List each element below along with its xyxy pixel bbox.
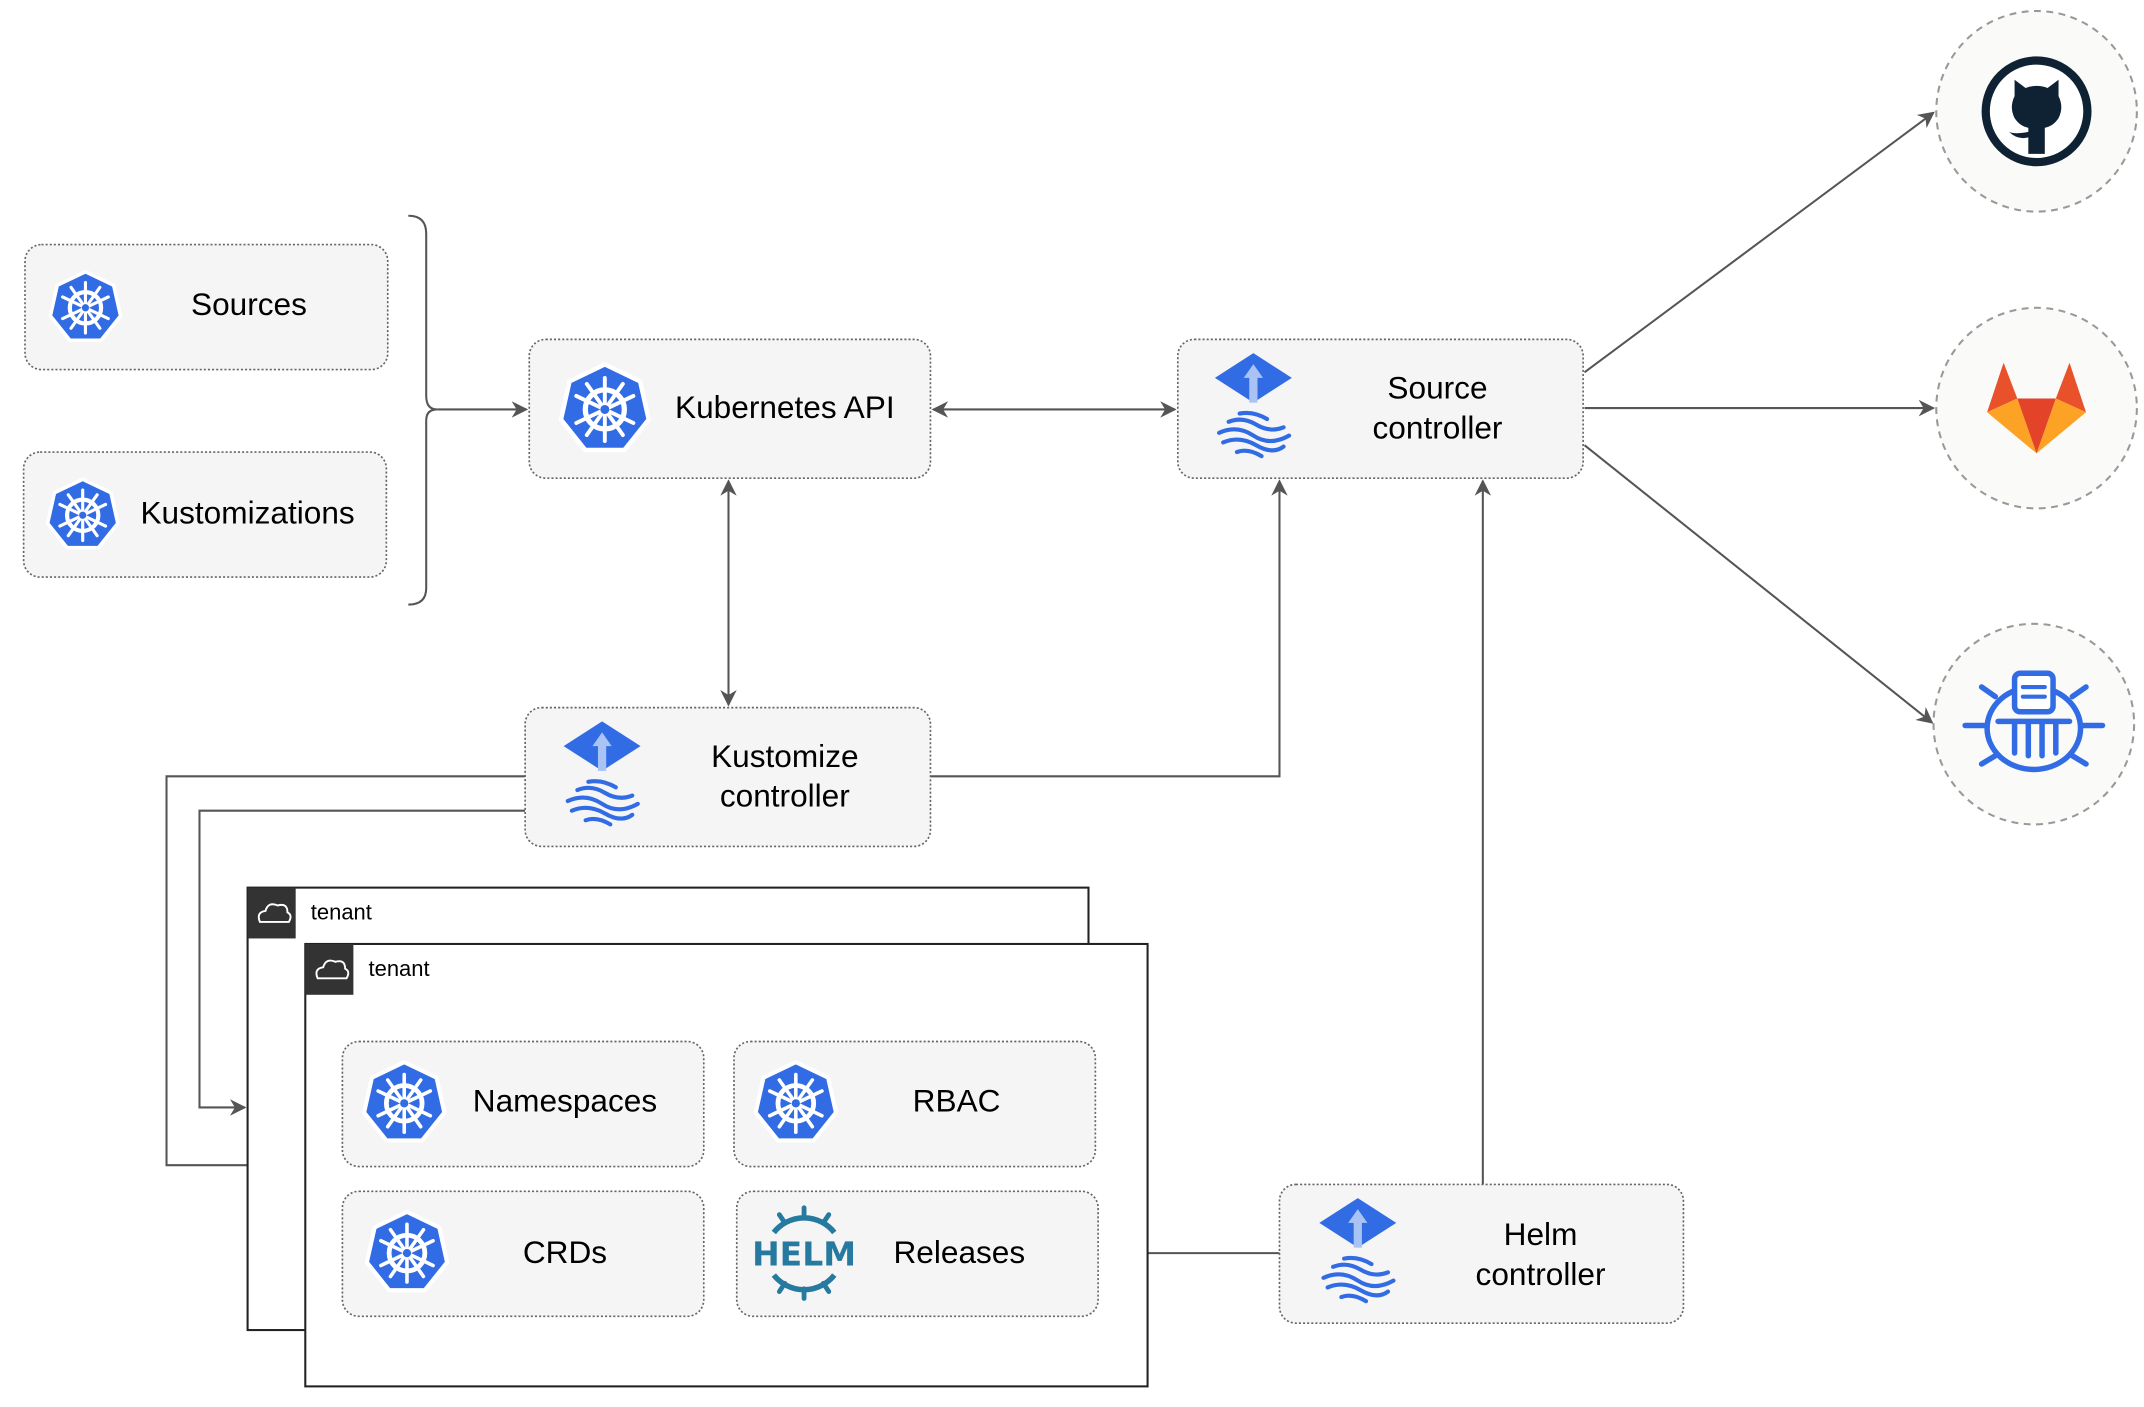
node-namespaces[interactable]: Namespaces bbox=[341, 1040, 705, 1168]
edge-source-to-github bbox=[1583, 111, 1935, 374]
kubernetes-icon bbox=[364, 1062, 444, 1140]
tenant-label: tenant bbox=[369, 956, 430, 981]
source-controller-label-line2: controller bbox=[1373, 409, 1503, 445]
source-controller-label-line1: Source bbox=[1387, 370, 1487, 406]
kubernetes-icon bbox=[561, 364, 649, 450]
node-source-controller[interactable]: Source controller bbox=[1176, 338, 1584, 479]
edge-kustomize-to-source bbox=[930, 479, 1288, 778]
kubernetes-icon bbox=[367, 1212, 447, 1290]
kubernetes-api-label: Kubernetes API bbox=[675, 389, 895, 425]
kubernetes-icon bbox=[48, 479, 118, 548]
kustomize-controller-label-line1: Kustomize bbox=[711, 738, 858, 774]
crds-label: CRDs bbox=[523, 1234, 607, 1270]
helm-icon: HELM bbox=[752, 1205, 856, 1301]
cloud-icon bbox=[257, 903, 292, 923]
external-gitlab[interactable] bbox=[1935, 306, 2138, 510]
sources-label: Sources bbox=[191, 286, 307, 322]
edge-source-to-helm-repo bbox=[1583, 444, 1934, 724]
releases-label: Releases bbox=[893, 1234, 1025, 1270]
kustomize-controller-label-line2: controller bbox=[720, 778, 850, 814]
svg-text:HELM: HELM bbox=[752, 1234, 856, 1273]
helm-controller-label-line2: controller bbox=[1476, 1256, 1606, 1292]
node-rbac[interactable]: RBAC bbox=[733, 1040, 1097, 1168]
external-helm-repository[interactable] bbox=[1932, 622, 2136, 826]
node-kustomizations[interactable]: Kustomizations bbox=[22, 451, 388, 578]
edge-kustomize-to-tenant-front bbox=[165, 775, 526, 1174]
node-kustomize-controller[interactable]: Kustomize controller bbox=[524, 706, 932, 848]
kubernetes-icon bbox=[756, 1062, 836, 1140]
kubernetes-icon bbox=[50, 272, 120, 341]
node-kubernetes-api[interactable]: Kubernetes API bbox=[528, 338, 932, 479]
node-sources[interactable]: Sources bbox=[24, 243, 389, 371]
node-helm-controller[interactable]: Helm controller bbox=[1278, 1183, 1685, 1325]
brace-connector bbox=[408, 214, 438, 606]
node-crds[interactable]: CRDs bbox=[341, 1190, 705, 1318]
cloud-icon bbox=[315, 959, 350, 980]
edge-kustomize-to-tenant-back bbox=[198, 809, 526, 1116]
github-icon bbox=[1981, 56, 2092, 167]
node-releases[interactable]: HELM Releases bbox=[735, 1190, 1099, 1318]
tenant-label: tenant bbox=[311, 900, 372, 925]
rbac-label: RBAC bbox=[913, 1083, 1001, 1119]
namespaces-label: Namespaces bbox=[473, 1083, 657, 1119]
kustomizations-label: Kustomizations bbox=[140, 495, 354, 531]
gitlab-icon bbox=[1987, 362, 2087, 454]
helm-repository-icon bbox=[1962, 670, 2106, 773]
external-github[interactable] bbox=[1935, 9, 2138, 213]
helm-controller-label-line1: Helm bbox=[1504, 1216, 1578, 1252]
